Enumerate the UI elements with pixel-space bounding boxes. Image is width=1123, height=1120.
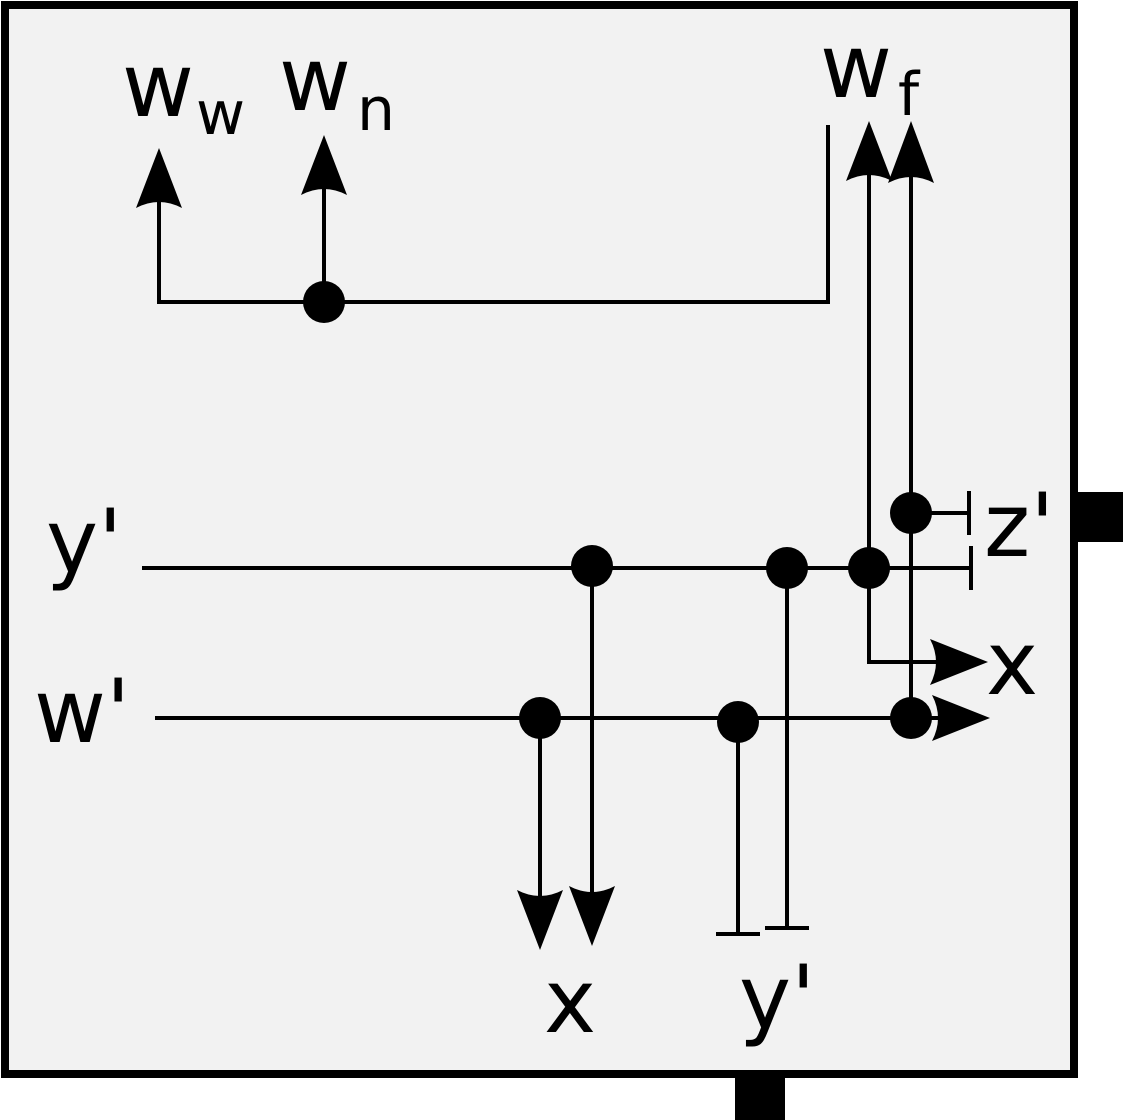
port-right [1076,492,1123,542]
top-bracket-wire [157,125,830,304]
label-wn-sub: n [357,75,395,145]
label-x-output-right: x [986,612,1038,715]
label-z-output: z' [984,474,1054,577]
wn-arrowhead [301,135,347,195]
wf-arrowhead-left [846,121,892,181]
label-x-output-bottom: x [544,950,596,1053]
label-ww: ww [122,34,245,149]
junction-dot [766,547,808,589]
junction-dot [519,697,561,739]
x-branch-wire [867,566,952,664]
junction-dot [717,701,759,743]
junction-dot [571,545,613,587]
label-w-input: w' [34,660,130,763]
junction-dot [890,492,932,534]
x-down-arrowhead-2 [569,886,615,946]
port-bottom [735,1072,785,1120]
label-ww-sub: w [196,79,245,149]
label-wf-main: w [820,15,892,118]
x-down-arrowhead-1 [517,890,563,950]
junction-dot [848,547,890,589]
junction-dot-wn [303,281,345,323]
label-ww-main: w [122,34,194,137]
label-y-input: y' [46,490,122,593]
label-wf-sub: f [898,60,921,130]
wf-arrowhead-right [888,121,934,183]
label-wn-main: w [279,28,351,131]
ww-arrowhead [136,148,182,208]
label-y-output-bottom: y' [739,946,815,1049]
x-right-arrowhead [930,639,988,685]
w-right-arrowhead [932,695,990,741]
junction-dot [890,697,932,739]
